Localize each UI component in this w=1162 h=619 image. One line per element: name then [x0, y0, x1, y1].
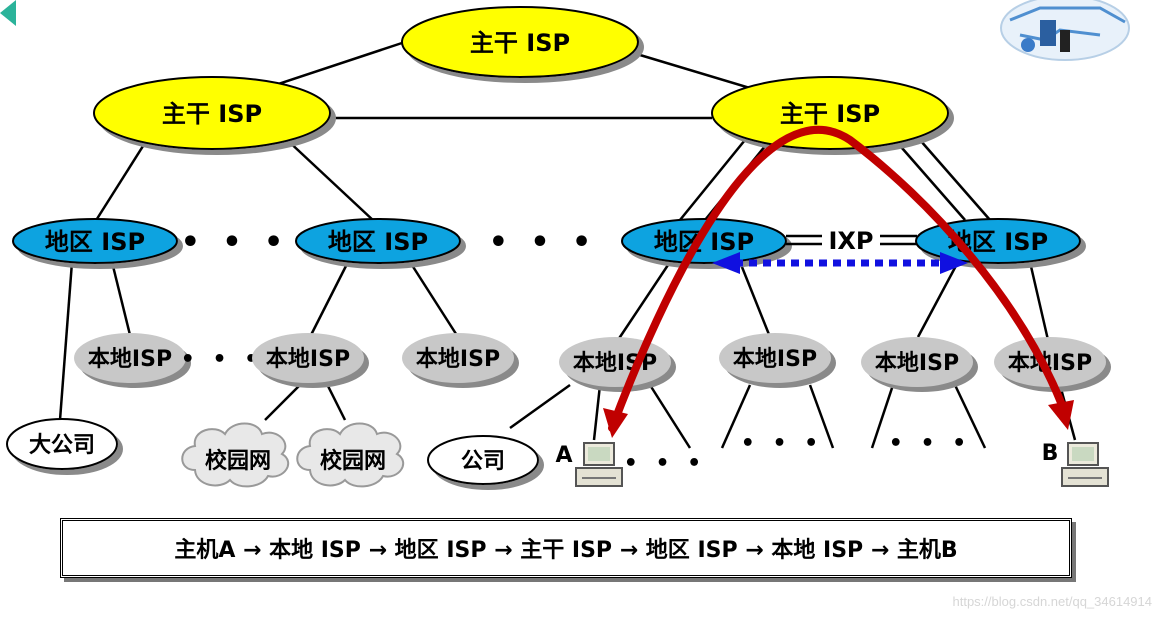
ixp-traffic-arrow: [712, 252, 968, 274]
watermark: https://blog.csdn.net/qq_34614914: [952, 594, 1153, 609]
host-b-label: B: [1042, 441, 1059, 466]
local-isp-1-label: 本地ISP: [88, 347, 172, 372]
route-arrow: [603, 125, 1074, 438]
campus-net-2-label: 校园网: [320, 448, 386, 474]
host-a-label: A: [555, 443, 572, 468]
local-isp-5-label: 本地ISP: [733, 347, 817, 372]
ellipsis-6: • • •: [889, 431, 972, 456]
route-caption-box: 主机A → 本地 ISP → 地区 ISP → 主干 ISP → 地区 ISP …: [60, 518, 1072, 578]
local-isp-2: [252, 333, 364, 383]
corner-tab-icon: [0, 0, 16, 26]
backbone-isp-top-label: 主干 ISP: [470, 29, 570, 57]
backbone-isp-left: [93, 76, 331, 150]
ellipsis-1: • • •: [181, 225, 289, 260]
big-company-node: [6, 418, 118, 470]
local-isp-5: [719, 333, 831, 383]
local-isp-3: [402, 333, 514, 383]
connection-lines: [58, 40, 1077, 449]
backbone-isp-right: [711, 76, 949, 150]
backbone-isp-right-label: 主干 ISP: [780, 100, 880, 128]
campus-net-2: [296, 422, 404, 488]
ixp-label: IXP: [828, 227, 873, 255]
company-node: [427, 435, 539, 485]
host-b-computer-icon: [1061, 442, 1109, 487]
campus-net-1-label: 校园网: [205, 448, 271, 474]
local-isp-6: [861, 337, 973, 387]
regional-isp-1: [12, 218, 178, 264]
regional-isp-2: [295, 218, 461, 264]
regional-isp-2-label: 地区 ISP: [328, 228, 428, 256]
local-isp-1: [74, 333, 186, 383]
campus-net-1: [181, 422, 289, 488]
ellipsis-5: • • •: [741, 431, 824, 456]
big-company-label: 大公司: [29, 433, 95, 458]
backbone-isp-left-label: 主干 ISP: [162, 100, 262, 128]
ellipsis-3: • • •: [181, 347, 264, 372]
route-caption: 主机A → 本地 ISP → 地区 ISP → 主干 ISP → 地区 ISP …: [174, 538, 958, 563]
backbone-isp-top: [401, 6, 639, 78]
network-logo-icon: [1000, 0, 1130, 61]
ellipsis-4: • • •: [624, 451, 707, 476]
local-isp-7: [994, 337, 1106, 387]
regional-isp-1-label: 地区 ISP: [45, 228, 145, 256]
regional-isp-3: [621, 218, 787, 264]
local-isp-3-label: 本地ISP: [416, 347, 500, 372]
ixp-link: [786, 234, 917, 246]
local-isp-2-label: 本地ISP: [266, 347, 350, 372]
host-a-computer-icon: [575, 442, 623, 487]
company-label: 公司: [461, 449, 505, 474]
local-isp-6-label: 本地ISP: [875, 351, 959, 376]
ellipsis-2: • • •: [489, 225, 597, 260]
regional-isp-4: [915, 218, 1081, 264]
